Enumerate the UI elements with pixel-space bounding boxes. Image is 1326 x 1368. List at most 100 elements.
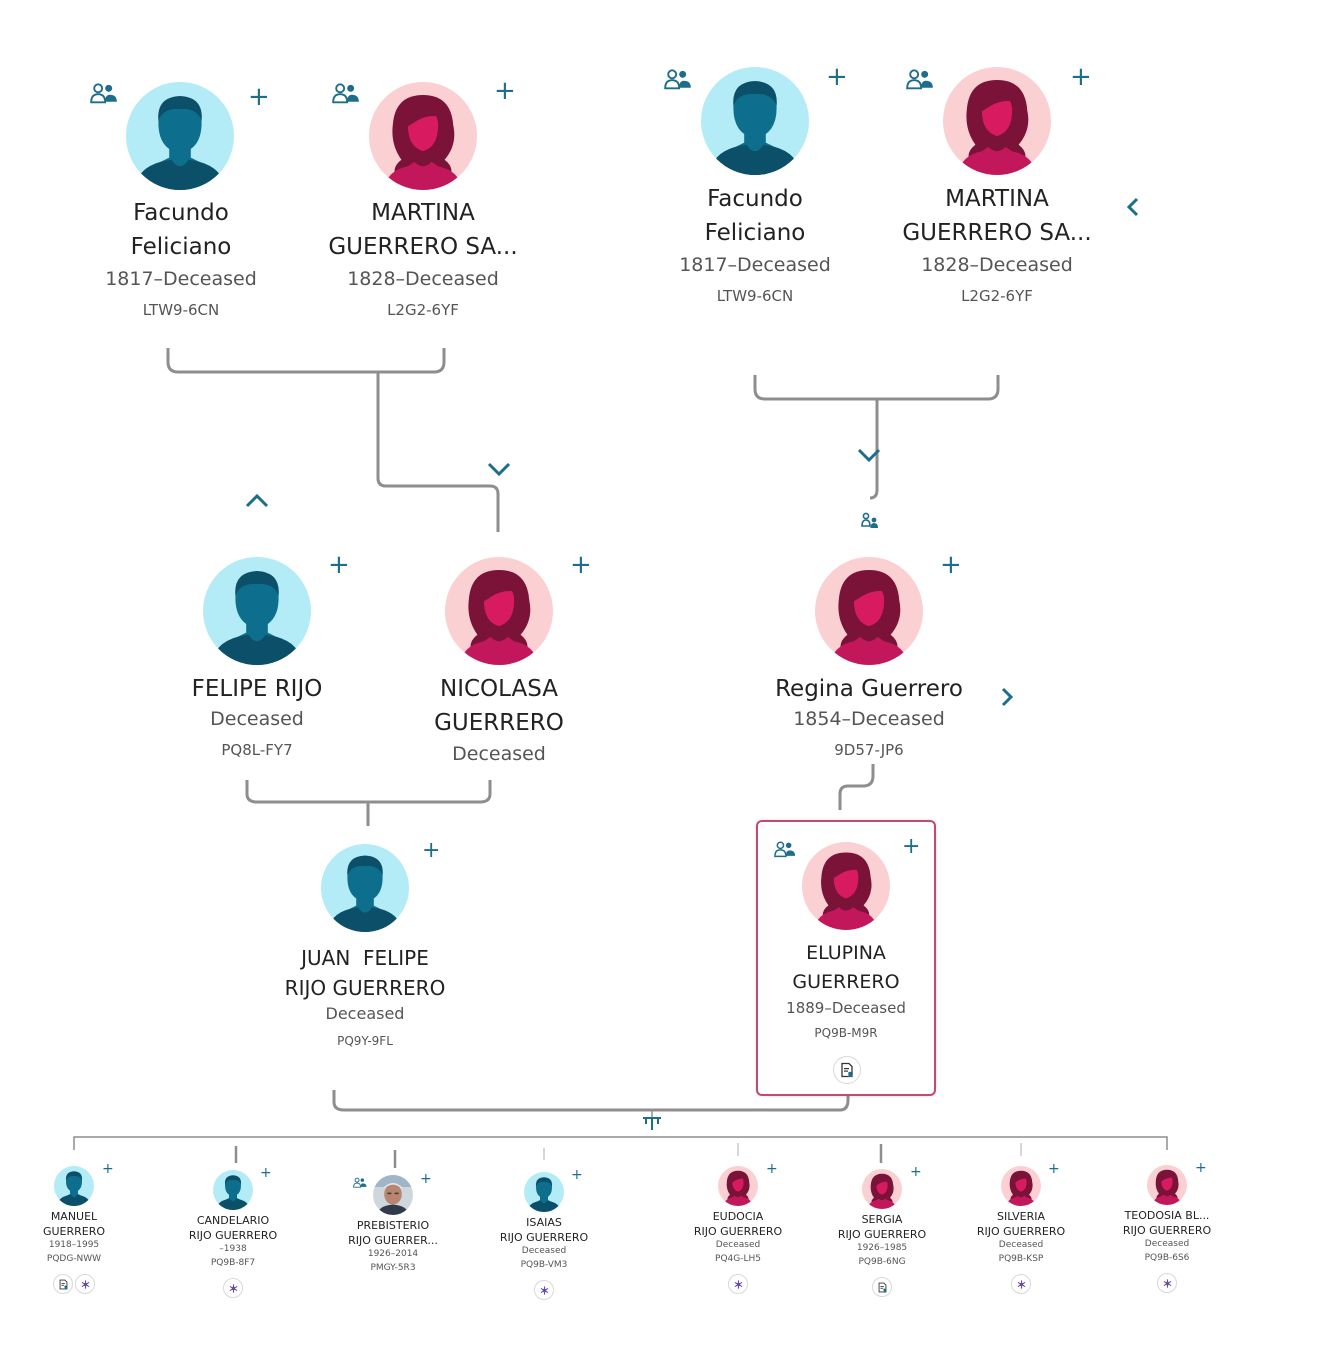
research-hint-button[interactable] — [223, 1278, 243, 1298]
male-silhouette-icon — [213, 1170, 253, 1210]
person-card-gg1-mother[interactable]: + MARTINA GUERRERO SA... 1828–Deceased L… — [322, 78, 524, 328]
avatar[interactable] — [369, 82, 477, 190]
person-card-gg2-mother[interactable]: + MARTINA GUERRERO SA... 1828–Deceased L… — [896, 64, 1098, 314]
add-person-button[interactable]: + — [902, 834, 921, 859]
person-lifespan: 1828–Deceased — [921, 254, 1073, 276]
person-lifespan: 1817–Deceased — [679, 254, 831, 276]
add-person-button[interactable]: + — [1048, 1161, 1060, 1177]
research-hint-icon — [81, 1279, 89, 1289]
person-name: RIJO GUERRER... — [348, 1234, 438, 1247]
photo-portrait — [373, 1175, 413, 1215]
relationship-icon[interactable] — [860, 512, 880, 530]
avatar[interactable] — [321, 844, 409, 932]
avatar[interactable] — [1001, 1166, 1041, 1206]
person-id: PQ9B-KSP — [998, 1254, 1044, 1264]
couple-icon[interactable] — [774, 840, 796, 858]
avatar[interactable] — [815, 557, 923, 665]
person-lifespan: Deceased — [210, 708, 304, 730]
person-card-gg2-father[interactable]: + Facundo Feliciano 1817–Deceased LTW9-6… — [664, 64, 848, 314]
record-hint-button[interactable] — [53, 1274, 73, 1294]
person-name: MANUEL — [50, 1210, 98, 1223]
selected-person-card[interactable]: + ELUPINA GUERRERO 1889–Deceased PQ9B-M9… — [756, 820, 936, 1096]
avatar[interactable] — [1147, 1165, 1187, 1205]
add-person-button[interactable]: + — [260, 1165, 272, 1181]
record-hint-button[interactable] — [833, 1056, 861, 1084]
person-id: PMGY-5R3 — [370, 1263, 416, 1273]
avatar[interactable] — [213, 1170, 253, 1210]
person-lifespan: Deceased — [998, 1240, 1044, 1250]
add-person-button[interactable]: + — [910, 1164, 922, 1180]
couple-icon[interactable] — [90, 82, 118, 104]
avatar[interactable] — [718, 1166, 758, 1206]
avatar[interactable] — [862, 1169, 902, 1209]
research-hint-button[interactable] — [1157, 1273, 1177, 1293]
add-person-button[interactable]: + — [102, 1161, 114, 1177]
research-hint-icon — [734, 1279, 742, 1289]
person-lifespan: Deceased — [452, 743, 546, 765]
research-hint-icon — [1163, 1278, 1171, 1288]
chevron-down-icon[interactable] — [486, 460, 512, 478]
person-name: JUAN FELIPE — [301, 946, 429, 970]
couple-icon — [332, 83, 359, 104]
add-person-button[interactable]: + — [570, 550, 592, 580]
couple-icon — [90, 83, 117, 104]
add-person-button[interactable]: + — [940, 550, 962, 580]
person-card-gg1-father[interactable]: + Facundo Feliciano 1817–Deceased LTW9-6… — [90, 78, 270, 328]
person-card-father[interactable]: + JUAN FELIPE RIJO GUERRERO Deceased PQ9… — [280, 838, 450, 1058]
person-lifespan: Deceased — [715, 1240, 761, 1250]
chevron-down-icon[interactable] — [856, 446, 882, 464]
add-person-button[interactable]: + — [422, 838, 441, 863]
couple-icon[interactable] — [664, 68, 692, 90]
avatar[interactable] — [373, 1175, 413, 1215]
person-name: TEODOSIA BL... — [1124, 1209, 1210, 1222]
add-person-button[interactable]: + — [1195, 1160, 1207, 1176]
avatar[interactable] — [445, 557, 553, 665]
person-id: PQ9Y-9FL — [337, 1034, 393, 1048]
female-silhouette-icon — [943, 67, 1051, 175]
research-hint-button[interactable] — [728, 1274, 748, 1294]
avatar[interactable] — [126, 82, 234, 190]
record-hint-button[interactable] — [872, 1277, 892, 1297]
avatar[interactable] — [524, 1172, 564, 1212]
chevron-right-icon[interactable] — [998, 686, 1016, 708]
person-name: Facundo — [707, 186, 803, 212]
add-person-button[interactable]: + — [826, 62, 848, 92]
add-person-button[interactable]: + — [1070, 62, 1092, 92]
research-hint-button[interactable] — [534, 1280, 554, 1300]
couple-icon[interactable] — [332, 82, 360, 104]
male-silhouette-icon — [203, 557, 311, 665]
add-person-button[interactable]: + — [328, 550, 350, 580]
chevron-left-icon[interactable] — [1124, 196, 1142, 218]
person-card-gp-father[interactable]: + FELIPE RIJO Deceased PQ8L-FY7 — [172, 552, 350, 772]
avatar[interactable] — [802, 842, 890, 930]
person-card-gp2-mother[interactable]: + Regina Guerrero 1854–Deceased 9D57-JP6 — [764, 552, 974, 772]
add-person-button[interactable]: + — [420, 1171, 432, 1187]
add-person-button[interactable]: + — [766, 1161, 778, 1177]
avatar[interactable] — [943, 67, 1051, 175]
add-person-button[interactable]: + — [571, 1167, 583, 1183]
person-name: RIJO GUERRERO — [1122, 1224, 1212, 1237]
person-id: PQ8L-FY7 — [221, 741, 293, 759]
avatar[interactable] — [701, 67, 809, 175]
couple-icon[interactable] — [906, 68, 934, 90]
person-name: GUERRERO — [434, 710, 564, 736]
add-person-button[interactable]: + — [494, 76, 516, 106]
couple-icon[interactable] — [353, 1177, 367, 1188]
person-card-gp-mother[interactable]: + NICOLASA GUERRERO Deceased — [414, 552, 592, 772]
avatar[interactable] — [203, 557, 311, 665]
avatar[interactable] — [54, 1166, 94, 1206]
research-hint-button[interactable] — [75, 1274, 95, 1294]
research-hint-button[interactable] — [1011, 1274, 1031, 1294]
chevron-up-icon[interactable] — [244, 492, 270, 510]
person-lifespan: Deceased — [1144, 1239, 1190, 1249]
male-silhouette-icon — [701, 67, 809, 175]
add-person-button[interactable]: + — [248, 82, 270, 112]
